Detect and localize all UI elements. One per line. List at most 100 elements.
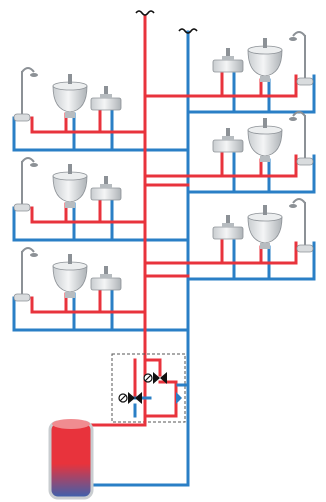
- pump-arrow: [176, 392, 182, 404]
- bidet-body: [90, 97, 122, 111]
- bidet-tap: [226, 48, 230, 60]
- basin-pedestal: [260, 243, 270, 249]
- shower-arm: [292, 31, 306, 37]
- vent-symbol: [178, 28, 198, 34]
- valve-actuator-mark: [144, 374, 152, 382]
- bidet-body: [90, 277, 122, 291]
- valve-body: [128, 392, 142, 404]
- basin-pedestal: [260, 76, 270, 82]
- bidet-icon: [90, 86, 122, 111]
- hot-branch-right: [143, 74, 298, 98]
- mixing-group: [90, 353, 190, 427]
- basin-bowl: [52, 265, 88, 293]
- basin-pedestal: [65, 292, 75, 298]
- cold-branch-right: [186, 154, 316, 194]
- shower-head: [30, 73, 38, 77]
- shower-mixer: [296, 244, 314, 253]
- basin-pedestal: [65, 112, 75, 118]
- basin-bowl: [247, 216, 283, 244]
- bidet-handle: [222, 136, 234, 140]
- cold-branch-left: [12, 206, 190, 242]
- shower-head: [30, 253, 38, 257]
- shower-mixer: [296, 77, 314, 86]
- bidet-icon: [212, 48, 244, 73]
- bidet-tap: [104, 266, 108, 278]
- bidet-tap: [104, 176, 108, 188]
- basin-bowl: [52, 85, 88, 113]
- vent-symbol: [135, 10, 155, 16]
- bidet-tap: [104, 86, 108, 98]
- basin-tap: [263, 205, 267, 215]
- mix-hot-in: [143, 358, 162, 377]
- vent-symbols: [135, 10, 198, 34]
- shower-head: [289, 37, 297, 41]
- basin-pedestal: [260, 156, 270, 162]
- bidet-handle: [222, 56, 234, 60]
- mixing-group-box: [111, 353, 186, 423]
- valve-actuator-mark: [119, 394, 127, 402]
- cold-branch-right: [186, 241, 316, 281]
- shower-mixer: [296, 157, 314, 166]
- shower-icon: [13, 67, 38, 122]
- bidet-icon: [212, 128, 244, 153]
- shower-icon: [289, 111, 314, 166]
- shower-mixer: [13, 203, 31, 212]
- cold-branch-left: [12, 116, 190, 152]
- valve-body: [153, 372, 167, 384]
- fixtures: [13, 31, 314, 302]
- bidet-handle: [100, 94, 112, 98]
- shower-arm: [292, 111, 306, 117]
- bidet-icon: [90, 176, 122, 201]
- basin-tap: [263, 38, 267, 48]
- washbasin-icon: [52, 164, 88, 208]
- basin-tap: [263, 118, 267, 128]
- basin-bowl: [247, 129, 283, 157]
- cold-branch-left: [12, 296, 190, 332]
- hot-supply-pipes: [30, 14, 298, 422]
- storage-tank: [48, 419, 94, 500]
- circulation-riser: [90, 30, 190, 487]
- washbasin-icon: [247, 118, 283, 162]
- washbasin-icon: [52, 74, 88, 118]
- shower-arm: [21, 247, 35, 253]
- bidet-handle: [100, 274, 112, 278]
- basin-bowl: [52, 175, 88, 203]
- shower-mixer: [13, 293, 31, 302]
- basin-tap: [68, 254, 72, 264]
- shower-icon: [289, 198, 314, 253]
- washbasin-icon: [247, 205, 283, 249]
- shower-icon: [289, 31, 314, 86]
- shower-icon: [13, 157, 38, 212]
- hot-branch-left: [30, 296, 147, 314]
- hot-branch-right: [143, 241, 298, 265]
- shower-head: [30, 163, 38, 167]
- shower-mixer: [13, 113, 31, 122]
- basin-tap: [68, 74, 72, 84]
- shower-icon: [13, 247, 38, 302]
- basin-pedestal: [65, 202, 75, 208]
- bidet-body: [212, 226, 244, 240]
- hot-branch-right: [143, 154, 298, 178]
- shower-arm: [21, 67, 35, 73]
- shower-arm: [21, 157, 35, 163]
- bidet-body: [212, 59, 244, 73]
- washbasin-icon: [52, 254, 88, 298]
- valve-icon: [143, 372, 167, 384]
- bidet-icon: [90, 266, 122, 291]
- mix-hot-out: [90, 380, 178, 427]
- bidet-tap: [226, 128, 230, 140]
- bidet-handle: [222, 223, 234, 227]
- bidet-icon: [212, 215, 244, 240]
- bidet-body: [90, 187, 122, 201]
- tank-body: [48, 420, 94, 500]
- basin-tap: [68, 164, 72, 174]
- valve-icon: [118, 392, 142, 404]
- cold-branch-right: [186, 74, 316, 114]
- bidet-tap: [226, 215, 230, 227]
- basin-bowl: [247, 49, 283, 77]
- shower-head: [289, 117, 297, 121]
- tank-top-cap: [52, 419, 90, 429]
- bidet-body: [212, 139, 244, 153]
